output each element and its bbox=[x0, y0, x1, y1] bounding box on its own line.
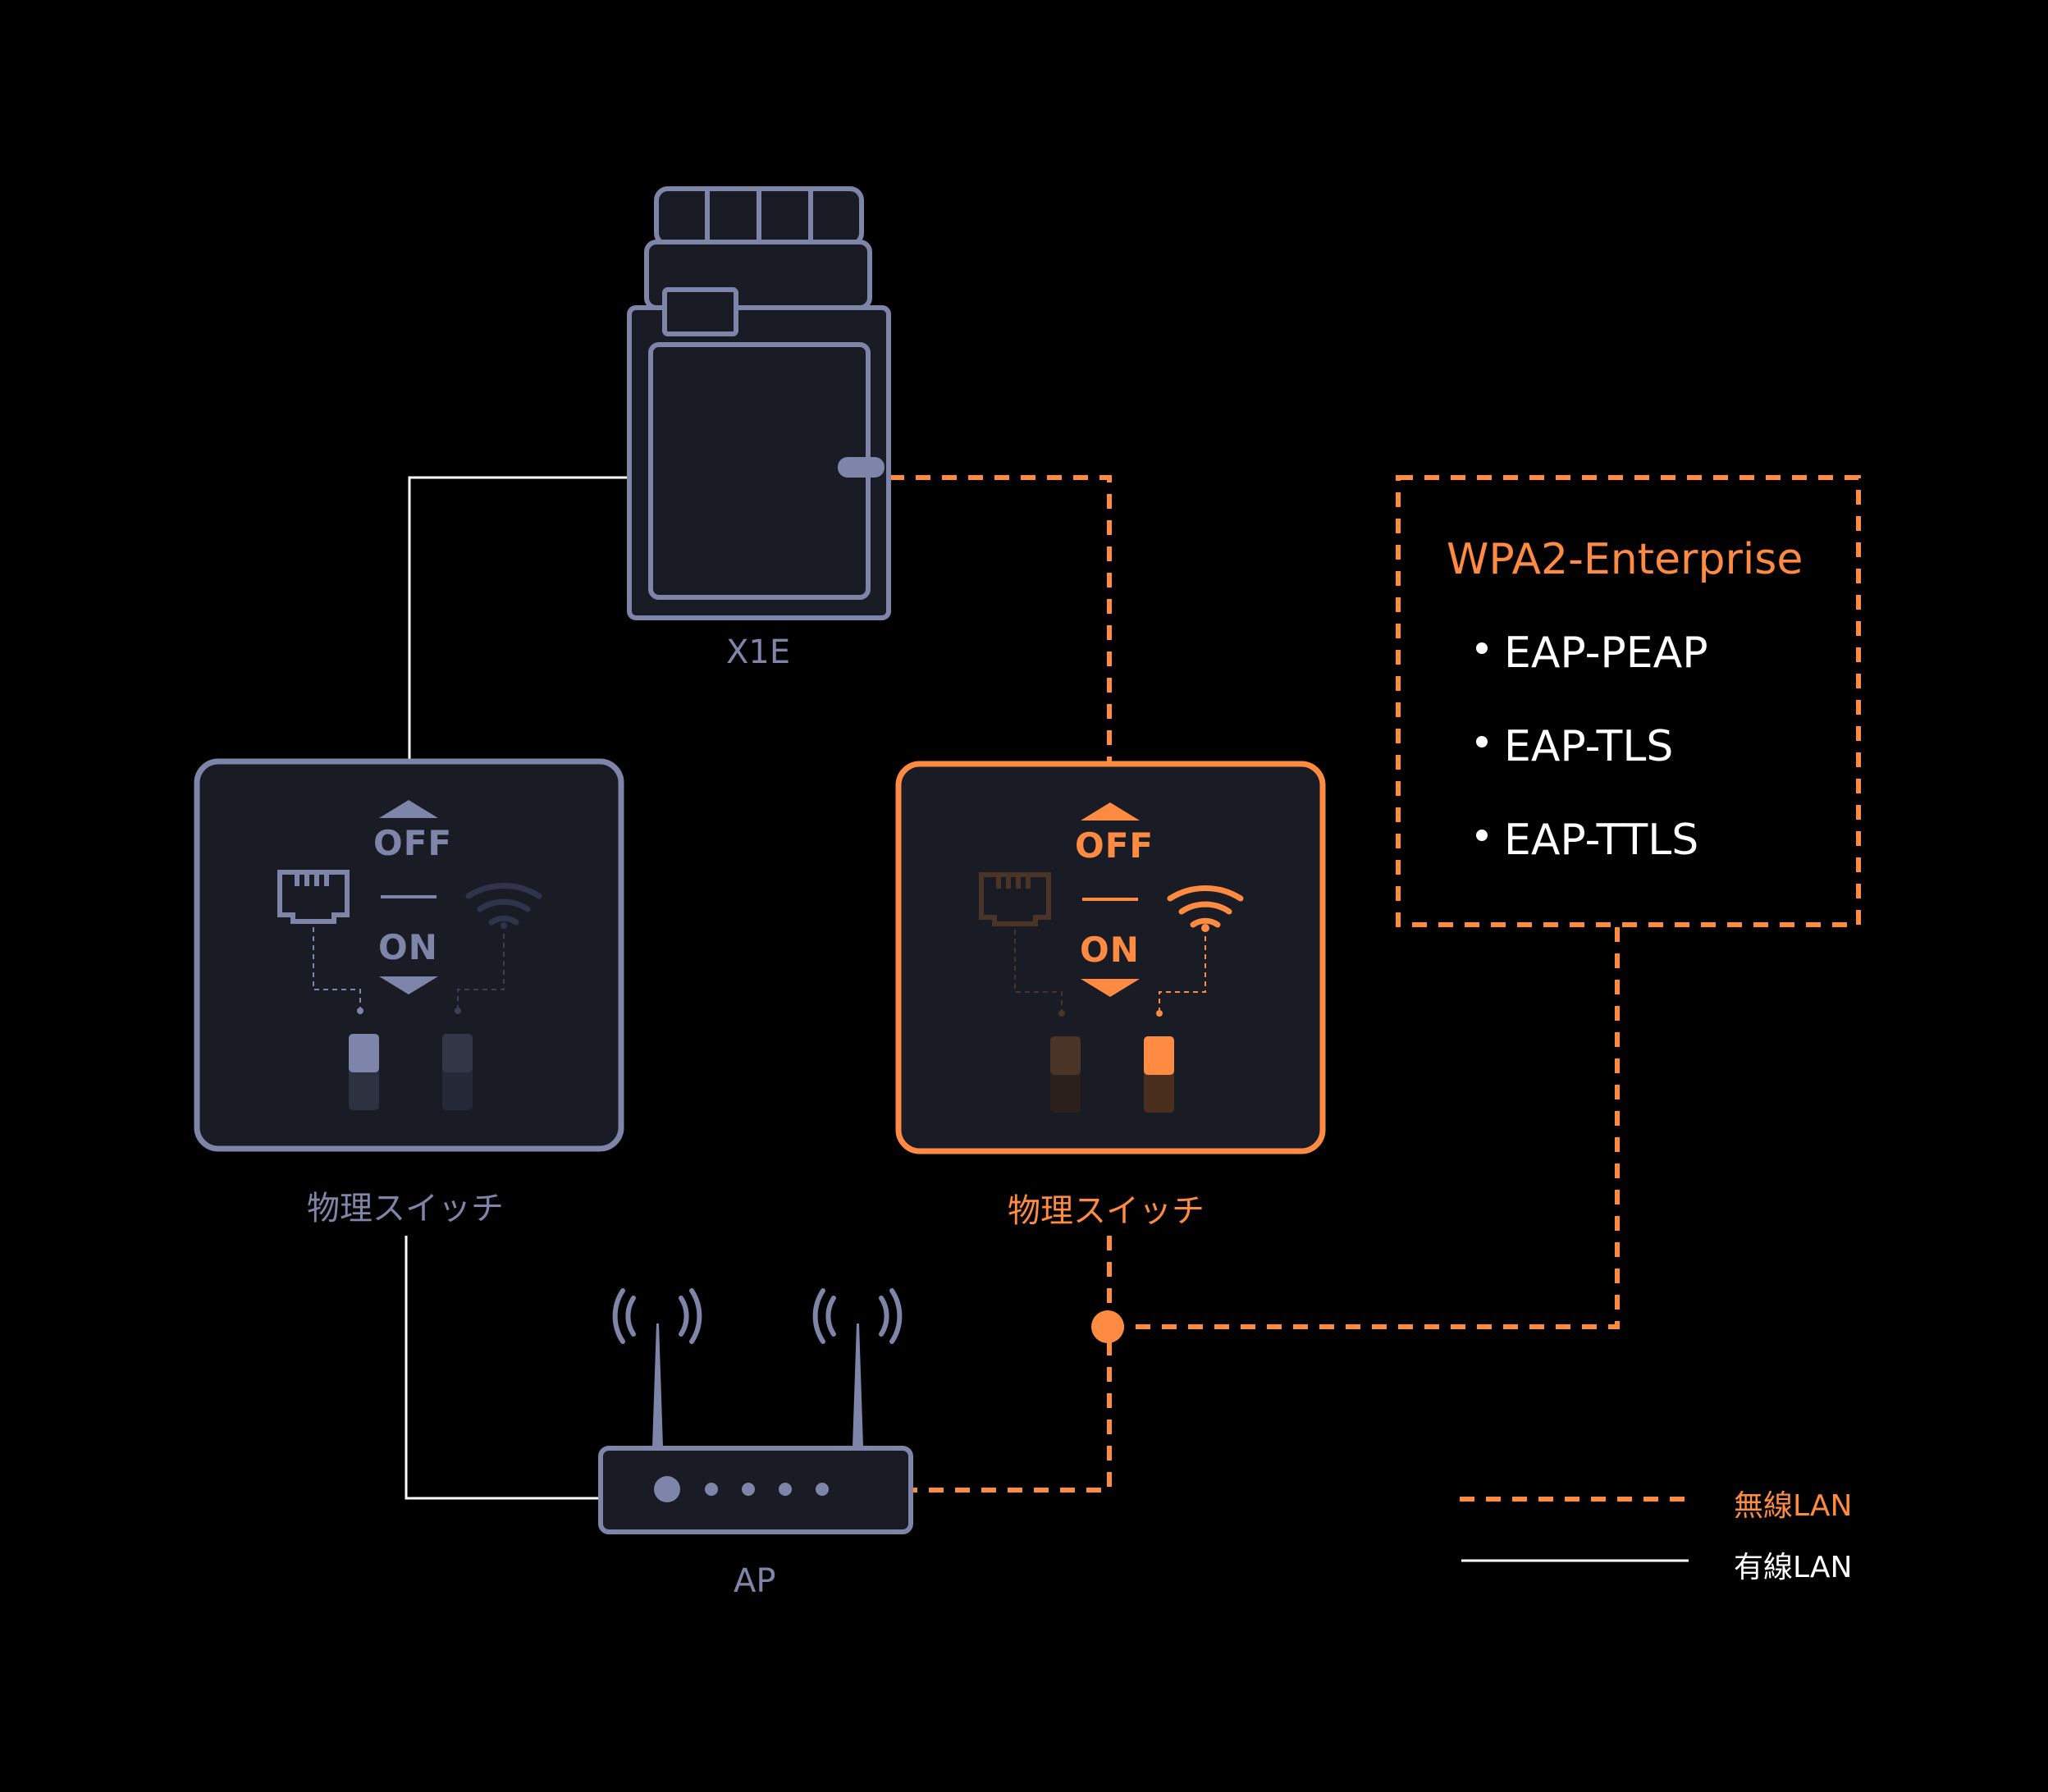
router-icon bbox=[598, 1323, 913, 1534]
antenna-signal-icon bbox=[612, 1288, 903, 1344]
printer-port bbox=[838, 457, 885, 478]
ethernet-port-icon bbox=[277, 870, 350, 924]
switch-panel-right bbox=[895, 761, 1326, 1154]
security-bullets bbox=[1476, 642, 1488, 841]
wired-line-printer-switch bbox=[408, 476, 629, 759]
wifi-icon bbox=[1167, 885, 1244, 928]
junction-dot bbox=[1091, 1310, 1124, 1343]
ap-label: AP bbox=[734, 1562, 776, 1600]
switch-left-label: 物理スイッチ bbox=[307, 1190, 504, 1227]
switch-left-off-text: OFF bbox=[373, 823, 453, 863]
security-method-tls: EAP-TLS bbox=[1504, 722, 1674, 771]
security-box-border bbox=[1396, 475, 1861, 927]
switch-right-on-text: ON bbox=[1080, 930, 1140, 970]
wired-connections bbox=[405, 476, 629, 1500]
ethernet-port-icon bbox=[979, 872, 1051, 926]
wifi-icon bbox=[465, 883, 542, 926]
wireless-line-printer-switch bbox=[889, 475, 1112, 761]
legend-wired-label: 有線LAN bbox=[1734, 1551, 1853, 1584]
security-method-peap: EAP-PEAP bbox=[1504, 629, 1708, 678]
wireless-line-auth bbox=[1109, 925, 1620, 1329]
security-title: WPA2-Enterprise bbox=[1447, 535, 1803, 584]
switch-right-off-text: OFF bbox=[1075, 825, 1154, 866]
printer-label: X1E bbox=[726, 633, 791, 671]
wireless-line-switch-ap bbox=[912, 1236, 1112, 1493]
printer-icon bbox=[627, 186, 891, 620]
switch-panel-left bbox=[194, 758, 624, 1152]
switch-right-label: 物理スイッチ bbox=[1008, 1192, 1205, 1230]
security-method-ttls: EAP-TTLS bbox=[1504, 816, 1699, 865]
switch-left-on-text: ON bbox=[378, 927, 438, 967]
legend-wireless-label: 無線LAN bbox=[1734, 1489, 1853, 1523]
wired-line-switch-ap bbox=[405, 1236, 600, 1500]
